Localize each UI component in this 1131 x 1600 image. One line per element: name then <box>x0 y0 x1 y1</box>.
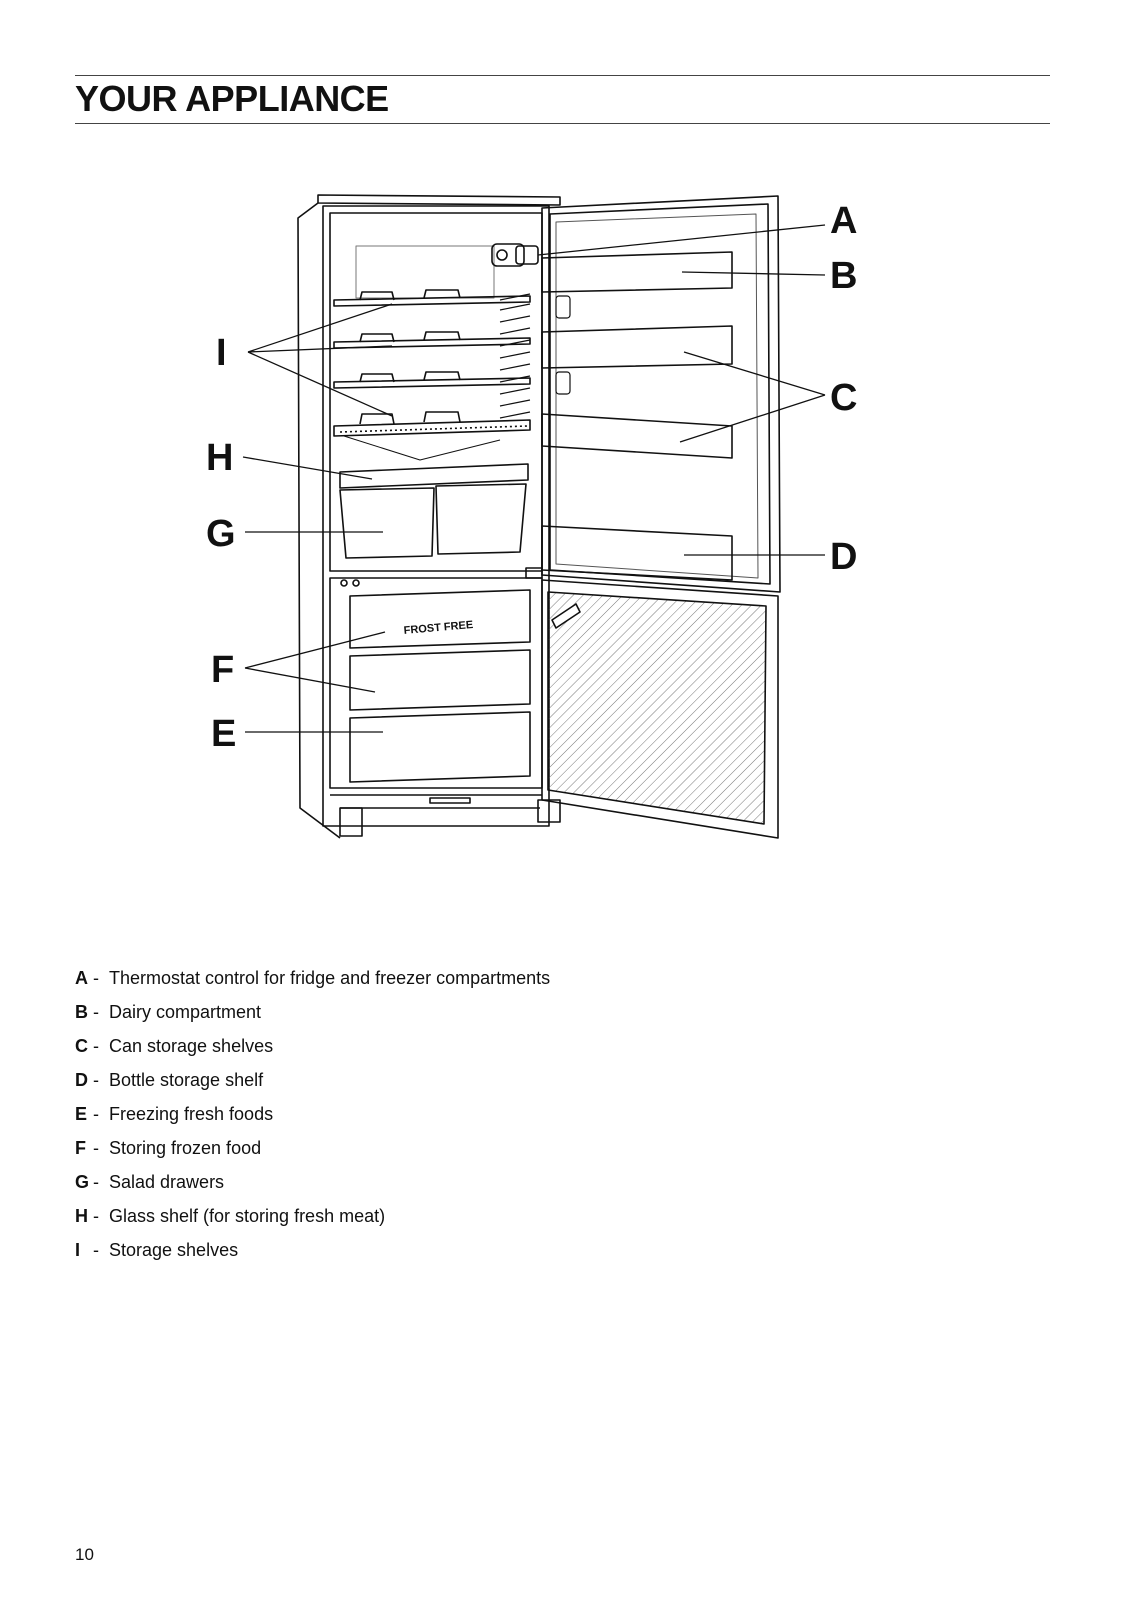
glass-shelf <box>339 463 529 489</box>
freezer-door <box>541 579 779 839</box>
legend-text: Freezing fresh foods <box>109 1104 274 1124</box>
legend-separator: - <box>93 1206 99 1226</box>
legend-separator: - <box>93 1002 99 1022</box>
legend-separator: - <box>93 1070 99 1090</box>
storage-shelf-1 <box>333 289 531 307</box>
freezer-drawer-top <box>349 589 531 649</box>
legend-item: G-Salad drawers <box>75 1171 550 1205</box>
storage-shelf-3 <box>333 371 531 389</box>
legend-separator: - <box>93 1172 99 1192</box>
callout-i: I <box>216 332 227 374</box>
callout-g: G <box>206 513 236 555</box>
salad-drawer-right <box>435 483 527 555</box>
callout-leader-lines <box>242 224 826 733</box>
page-number: 10 <box>75 1545 94 1564</box>
legend-letter: A <box>75 968 88 988</box>
legend-text: Storing frozen food <box>109 1138 262 1158</box>
bottle-shelf <box>541 525 733 581</box>
legend-separator: - <box>93 1104 99 1124</box>
bottom-grille <box>429 797 471 804</box>
page-title: YOUR APPLIANCE <box>75 78 389 119</box>
callout-c: C <box>830 377 857 419</box>
legend-text: Salad drawers <box>109 1172 225 1192</box>
thermostat-control <box>491 243 539 267</box>
dairy-compartment <box>541 251 733 293</box>
legend-letter: B <box>75 1002 88 1022</box>
door-pockets <box>555 295 571 395</box>
can-shelf-upper <box>541 325 733 369</box>
legend-text: Glass shelf (for storing fresh meat) <box>109 1206 386 1226</box>
callout-a: A <box>830 200 857 242</box>
freezer-drawer-bottom <box>349 711 531 783</box>
legend-letter: E <box>75 1104 88 1124</box>
callout-h: H <box>206 437 233 479</box>
cabinet-body <box>297 194 561 839</box>
legend-letter: D <box>75 1070 88 1090</box>
legend-text: Can storage shelves <box>109 1036 274 1056</box>
legend-item: C-Can storage shelves <box>75 1035 550 1069</box>
callout-b: B <box>830 255 857 297</box>
legend-separator: - <box>93 1240 99 1260</box>
salad-drawer-left <box>339 487 435 559</box>
legend-item: B-Dairy compartment <box>75 1001 550 1035</box>
appliance-diagram: FROST FREE A B C D E F G H I <box>206 194 857 839</box>
fridge-door <box>541 195 781 593</box>
callout-f: F <box>211 649 234 691</box>
fridge-back-panel <box>355 245 495 299</box>
legend-list: A-Thermostat control for fridge and free… <box>75 967 550 1273</box>
legend-item: D-Bottle storage shelf <box>75 1069 550 1103</box>
legend-separator: - <box>93 968 99 988</box>
legend-text: Dairy compartment <box>109 1002 262 1022</box>
legend-separator: - <box>93 1036 99 1056</box>
callout-d: D <box>830 536 857 578</box>
storage-shelf-2 <box>333 331 531 349</box>
legend-item: I-Storage shelves <box>75 1239 550 1273</box>
legend-separator: - <box>93 1138 99 1158</box>
legend-text: Bottle storage shelf <box>109 1070 264 1090</box>
legend-item: A-Thermostat control for fridge and free… <box>75 967 550 1001</box>
legend-letter: G <box>75 1172 90 1192</box>
legend-letter: H <box>75 1206 88 1226</box>
frost-free-label: FROST FREE <box>403 619 473 637</box>
legend-item: H-Glass shelf (for storing fresh meat) <box>75 1205 550 1239</box>
wire-rack-shelf <box>333 411 531 461</box>
callout-e: E <box>211 713 236 755</box>
legend-item: F-Storing frozen food <box>75 1137 550 1171</box>
freezer-drawer-middle <box>349 649 531 711</box>
legend-letter: I <box>75 1240 81 1260</box>
can-shelf-lower <box>541 413 733 459</box>
freezer-door-badge <box>551 603 581 629</box>
legend-text: Storage shelves <box>109 1240 239 1260</box>
header-bottom-rule <box>75 123 1050 124</box>
legend-letter: F <box>75 1138 86 1158</box>
side-rack-ribs <box>499 293 531 419</box>
cabinet-feet <box>339 799 561 837</box>
legend-letter: C <box>75 1036 88 1056</box>
legend-item: E-Freezing fresh foods <box>75 1103 550 1137</box>
legend-text: Thermostat control for fridge and freeze… <box>109 968 551 988</box>
header-top-rule <box>75 75 1050 76</box>
